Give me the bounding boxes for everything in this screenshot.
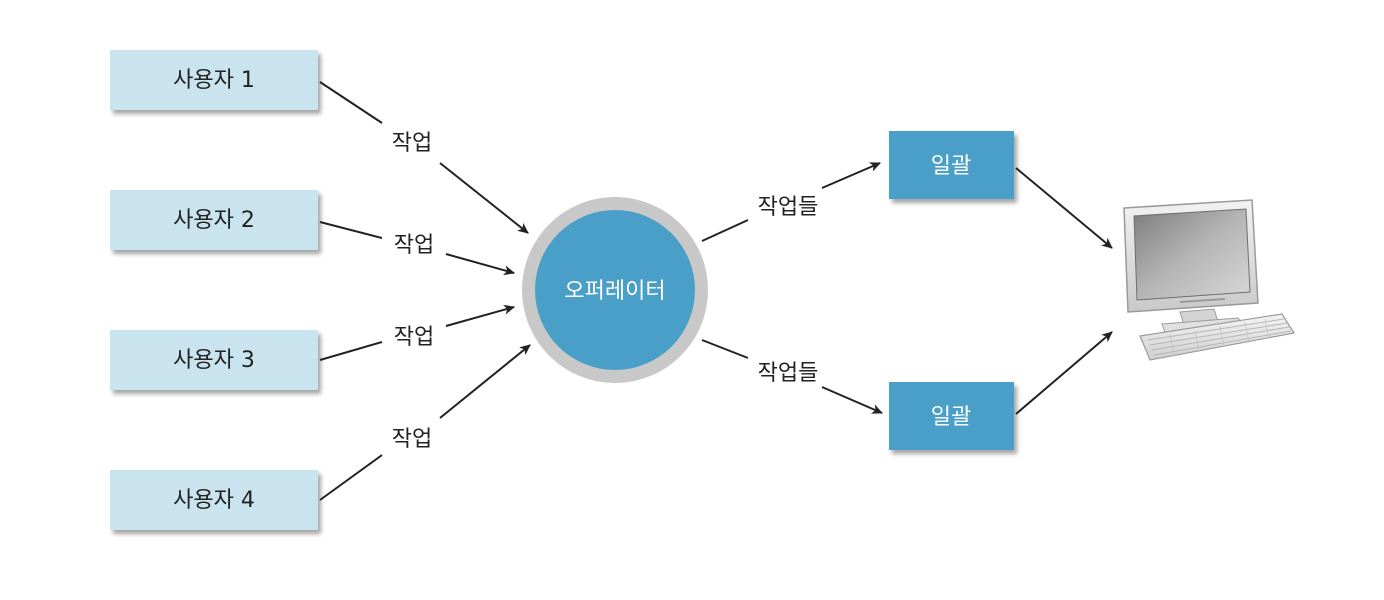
- operator-label: 오퍼레이터: [564, 279, 665, 304]
- arrow-user2-a: [319, 221, 383, 239]
- jobs-label-2: 작업들: [758, 361, 819, 386]
- user-label-2: 사용자 2: [173, 208, 255, 233]
- user-label-3: 사용자 3: [173, 348, 255, 373]
- arrow-user2-b: [445, 253, 515, 276]
- user-box-1: [110, 50, 318, 110]
- user-box-2: [110, 190, 318, 250]
- user-box-3: [110, 330, 318, 390]
- arrow-batch2-computer: [1015, 331, 1113, 415]
- jobs-label-1: 작업들: [758, 195, 819, 220]
- job-label-4: 작업: [392, 427, 432, 452]
- operator-node: [522, 197, 708, 383]
- job-label-2: 작업: [394, 233, 434, 258]
- arrow-operator-batch2-b: [821, 386, 883, 414]
- batch-box-1: [889, 131, 1014, 199]
- user-label-4: 사용자 4: [173, 488, 255, 513]
- arrow-operator-batch2-a: [701, 339, 749, 359]
- desktop-computer-icon: [1123, 199, 1295, 361]
- job-label-1: 작업: [392, 131, 432, 156]
- arrow-user3-b: [445, 304, 515, 327]
- arrow-user4-b: [439, 344, 531, 419]
- user-box-4: [110, 470, 318, 530]
- batch-label-2: 일괄: [931, 405, 971, 430]
- batch-label-1: 일괄: [931, 154, 971, 179]
- job-label-3: 작업: [394, 325, 434, 350]
- user-label-1: 사용자 1: [173, 68, 255, 93]
- arrow-operator-batch1-b: [821, 162, 881, 189]
- arrow-batch1-computer: [1015, 167, 1113, 249]
- arrow-user1-a: [319, 81, 383, 124]
- arrow-user3-a: [319, 341, 383, 361]
- batch-box-2: [889, 382, 1014, 450]
- arrow-operator-batch1-a: [701, 219, 749, 242]
- arrow-user1-b: [439, 162, 529, 234]
- arrow-user4-a: [319, 454, 383, 501]
